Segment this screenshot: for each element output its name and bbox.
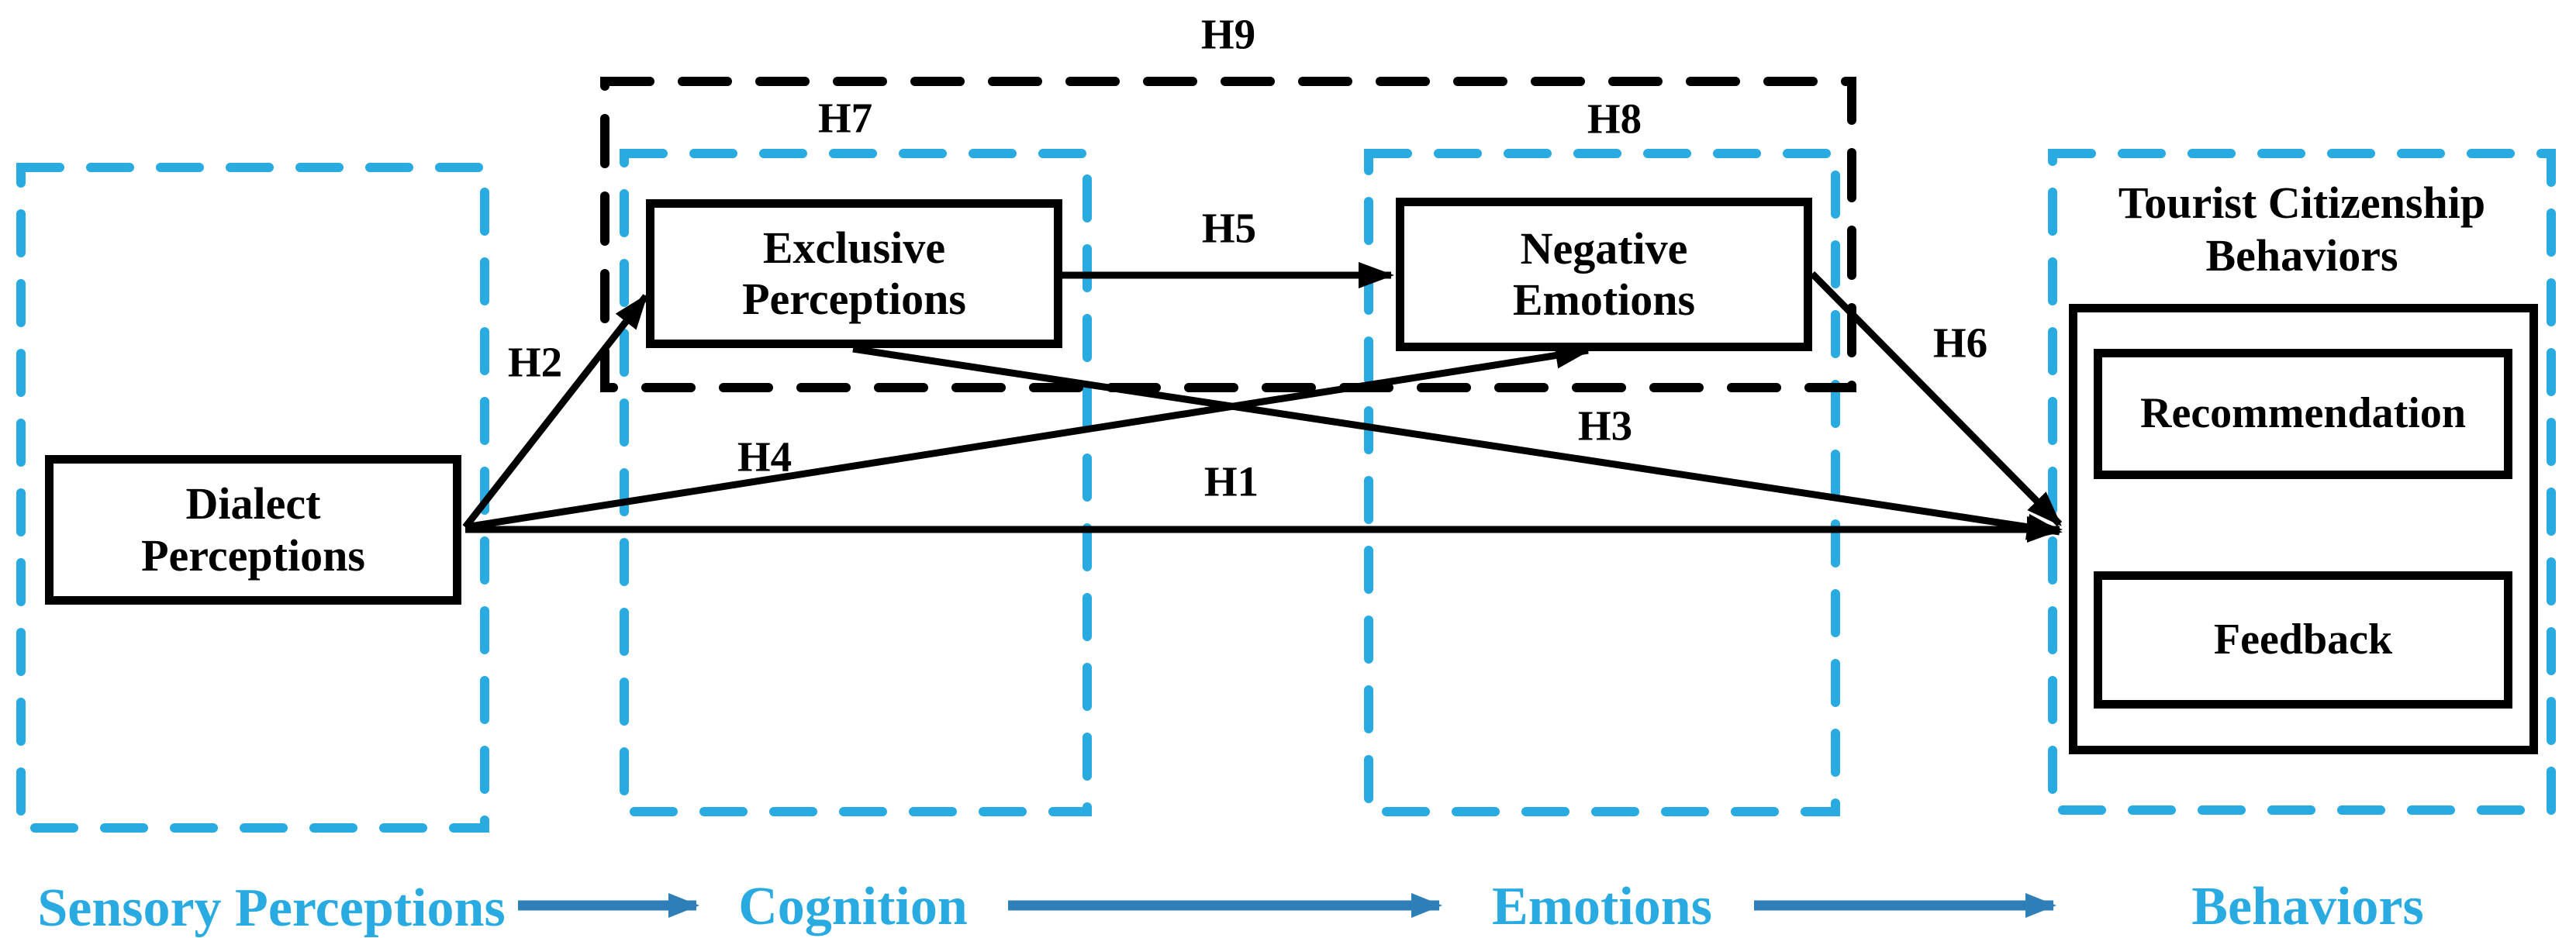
- h9-label: H9: [1200, 10, 1256, 58]
- h8-label: H8: [1587, 95, 1642, 143]
- negative-emotions-label-line1: Negative: [1520, 222, 1688, 274]
- h5-label: H5: [1201, 204, 1257, 252]
- h3-arrow: [852, 345, 2063, 540]
- exclusive-perceptions-box: Exclusive Perceptions: [646, 199, 1062, 348]
- tourist-title-line1: Tourist Citizenship: [2118, 178, 2486, 228]
- process-label-cognition: Cognition: [738, 877, 968, 936]
- dialect-perceptions-label-line1: Dialect: [185, 478, 321, 529]
- behaviors-region-outline: [2048, 149, 2556, 815]
- h6-arrow: [1809, 271, 2063, 527]
- recommendation-box: Recommendation: [2094, 349, 2512, 479]
- recommendation-label: Recommendation: [2140, 389, 2466, 438]
- feedback-box: Feedback: [2094, 571, 2512, 709]
- process-label-behaviors: Behaviors: [2191, 877, 2424, 936]
- h3-label: H3: [1577, 402, 1633, 450]
- h9-moderation-box-outline: [600, 77, 1856, 392]
- negative-emotions-box: Negative Emotions: [1396, 198, 1812, 351]
- h4-arrow: [464, 342, 1591, 531]
- exclusive-perceptions-label-line2: Perceptions: [742, 274, 966, 324]
- tourist-citizenship-title: Tourist Citizenship Behaviors: [2053, 177, 2551, 282]
- h4-label: H4: [737, 433, 792, 481]
- process-label-emotions: Emotions: [1492, 877, 1712, 936]
- h2-arrow: [462, 293, 649, 529]
- dialect-perceptions-label-line2: Perceptions: [141, 529, 365, 581]
- dialect-perceptions-box: Dialect Perceptions: [45, 455, 461, 605]
- negative-emotions-label-line2: Emotions: [1512, 274, 1696, 325]
- h2-label: H2: [507, 338, 563, 386]
- tourist-behaviors-outer-box: [2069, 304, 2538, 754]
- process-label-sensory-perceptions: Sensory Perceptions: [37, 878, 506, 938]
- cognition-region-outline: [620, 149, 1092, 816]
- feedback-label: Feedback: [2213, 615, 2393, 664]
- exclusive-perceptions-label-line1: Exclusive: [762, 222, 946, 273]
- h7-label: H7: [817, 94, 873, 142]
- emotions-region-outline: [1364, 149, 1840, 816]
- tourist-title-line2: Behaviors: [2205, 229, 2398, 281]
- h1-label: H1: [1203, 457, 1259, 505]
- h6-label: H6: [1932, 319, 1988, 367]
